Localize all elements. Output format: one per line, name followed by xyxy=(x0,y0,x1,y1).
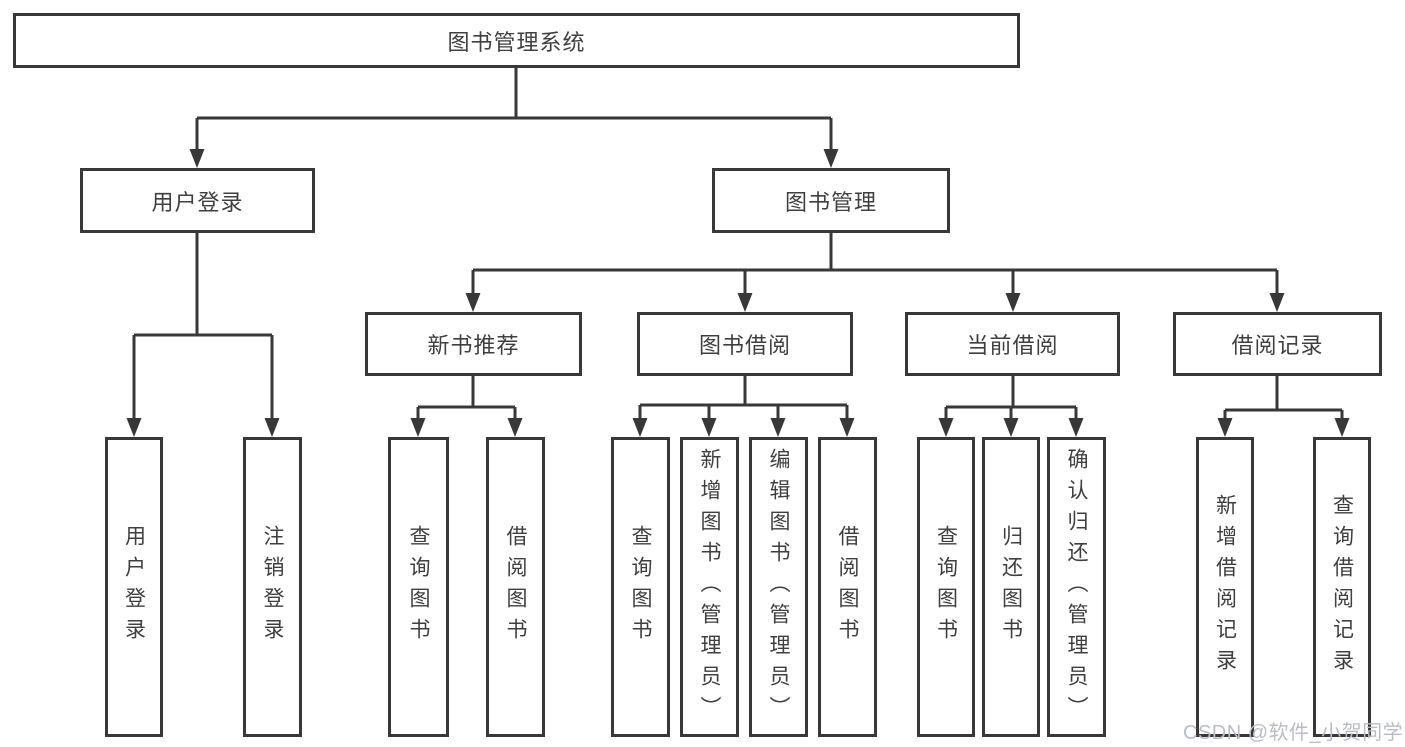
leaf-return-books: 归还图书 xyxy=(982,437,1040,737)
arrow-down-icon xyxy=(770,418,786,437)
arrow-down-icon xyxy=(1269,293,1285,312)
arrow-down-icon xyxy=(1217,418,1233,437)
arrow-down-icon xyxy=(1334,418,1350,437)
arrow-down-icon xyxy=(410,418,426,437)
node-new-book-recommend-label: 新书推荐 xyxy=(427,333,520,358)
leaf-add-borrow-record-label: 新增借阅记录 xyxy=(1213,494,1237,680)
node-user-login-label: 用户登录 xyxy=(151,189,244,215)
arrow-down-icon xyxy=(823,149,839,168)
arrow-down-icon xyxy=(737,293,753,312)
node-library-system-label: 图书管理系统 xyxy=(447,29,586,55)
arrow-down-icon xyxy=(264,418,280,437)
arrow-down-icon xyxy=(507,418,523,437)
node-borrow-records: 借阅记录 xyxy=(1173,312,1382,376)
node-new-book-recommend: 新书推荐 xyxy=(365,312,582,376)
arrow-down-icon xyxy=(701,418,717,437)
leaf-confirm-return-admin-label: 确认归还（管理员） xyxy=(1065,447,1088,727)
node-book-borrowing-label: 图书借阅 xyxy=(698,333,791,358)
node-current-borrowing-label: 当前借阅 xyxy=(966,333,1059,358)
leaf-borrow-books-recommend-label: 借阅图书 xyxy=(504,525,527,649)
node-user-login: 用户登录 xyxy=(80,168,315,233)
csdn-watermark: CSDN @软件_小贺同学 xyxy=(1183,722,1404,744)
leaf-borrow-books-borrowing-label: 借阅图书 xyxy=(836,525,859,649)
arrow-down-icon xyxy=(126,418,142,437)
leaf-query-books-recommend: 查询图书 xyxy=(388,437,449,737)
leaf-query-books-borrowing-label: 查询图书 xyxy=(629,525,652,649)
leaf-query-books-current-label: 查询图书 xyxy=(934,525,958,649)
leaf-query-books-current: 查询图书 xyxy=(917,437,975,737)
arrow-down-icon xyxy=(189,149,205,168)
leaf-add-books-admin-label: 新增图书（管理员） xyxy=(698,447,721,727)
leaf-edit-books-admin-label: 编辑图书（管理员） xyxy=(767,447,790,727)
arrow-down-icon xyxy=(1005,293,1021,312)
leaf-logout-label: 注销登录 xyxy=(261,525,284,649)
leaf-edit-books-admin: 编辑图书（管理员） xyxy=(749,437,808,737)
leaf-query-borrow-record-label: 查询借阅记录 xyxy=(1330,494,1354,680)
leaf-confirm-return-admin: 确认归还（管理员） xyxy=(1047,437,1106,737)
node-book-borrowing: 图书借阅 xyxy=(637,312,853,376)
leaf-query-books-recommend-label: 查询图书 xyxy=(407,525,430,649)
arrow-down-icon xyxy=(465,293,481,312)
leaf-add-borrow-record: 新增借阅记录 xyxy=(1196,437,1254,737)
leaf-user-login: 用户登录 xyxy=(105,437,163,737)
node-library-system: 图书管理系统 xyxy=(13,13,1020,68)
arrow-down-icon xyxy=(1068,418,1084,437)
leaf-user-login-label: 用户登录 xyxy=(122,525,146,649)
arrow-down-icon xyxy=(632,418,648,437)
arrow-down-icon xyxy=(839,418,855,437)
leaf-query-books-borrowing: 查询图书 xyxy=(611,437,670,737)
node-book-management: 图书管理 xyxy=(712,168,950,233)
leaf-logout: 注销登录 xyxy=(243,437,302,737)
leaf-borrow-books-borrowing: 借阅图书 xyxy=(818,437,877,737)
node-borrow-records-label: 借阅记录 xyxy=(1231,333,1324,358)
leaf-borrow-books-recommend: 借阅图书 xyxy=(486,437,545,737)
arrow-down-icon xyxy=(1003,418,1019,437)
leaf-return-books-label: 归还图书 xyxy=(999,525,1023,649)
leaf-add-books-admin: 新增图书（管理员） xyxy=(680,437,739,737)
leaf-query-borrow-record: 查询借阅记录 xyxy=(1313,437,1371,737)
node-book-management-label: 图书管理 xyxy=(784,189,877,215)
arrow-down-icon xyxy=(938,418,954,437)
node-current-borrowing: 当前借阅 xyxy=(905,312,1120,376)
